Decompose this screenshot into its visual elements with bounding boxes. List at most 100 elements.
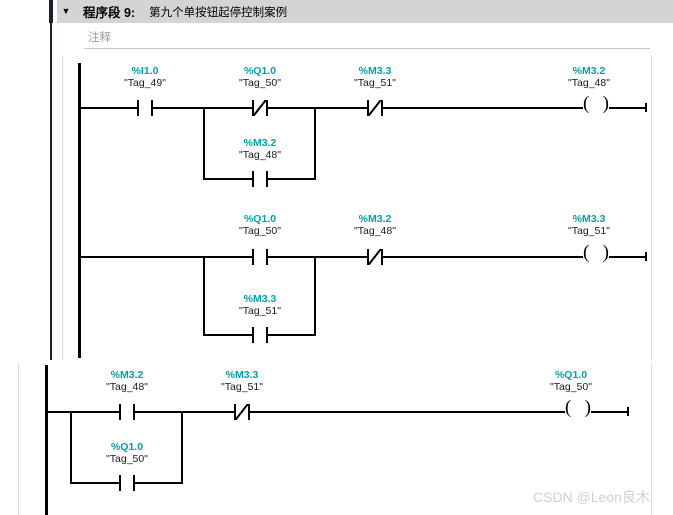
contact-no-i1-0[interactable] xyxy=(137,100,153,116)
contact-bar-right xyxy=(248,404,250,420)
contact-bar-right xyxy=(381,249,383,265)
contact-label-m3-2-r2: %M3.2 "Tag_48" xyxy=(330,213,420,237)
rung3-branch-wire-left xyxy=(70,482,119,484)
contact-bar-right xyxy=(133,404,135,420)
contact-bar-right xyxy=(133,475,135,491)
rung2-wire-b xyxy=(268,256,367,258)
coil-m3-3-r2[interactable]: ( ) xyxy=(583,242,609,265)
network-header[interactable]: ▼ 程序段 9: 第九个单按钮起停控制案例 xyxy=(57,0,673,23)
rung3-branch-right-vertical xyxy=(181,411,183,483)
rung1-wire-e xyxy=(609,107,647,109)
contact-no-m3-3-branch-r2[interactable] xyxy=(252,327,268,343)
contact-address: %M3.3 xyxy=(243,293,277,305)
network-comment-field[interactable]: 注释 xyxy=(84,26,650,48)
rung1-wire-b xyxy=(153,107,252,109)
contact-bar-left xyxy=(252,100,254,116)
power-rail-left-bottom xyxy=(45,365,48,515)
rung3-branch-wire-right xyxy=(135,482,183,484)
ladder-diagram-panel-bottom: %M3.2 "Tag_48" %Q1.0 "Tag_50" %M3.3 "Tag… xyxy=(18,363,652,515)
contact-address: %Q1.0 xyxy=(110,441,144,453)
contact-bar-right xyxy=(266,249,268,265)
contact-address: %M3.3 xyxy=(358,65,392,77)
contact-nc-q1-0-r1[interactable] xyxy=(252,100,268,116)
contact-negate-slash xyxy=(368,249,383,265)
contact-bar-left xyxy=(252,171,254,187)
contact-tag: "Tag_48" xyxy=(106,381,148,393)
coil-label-m3-3-r2: %M3.3 "Tag_51" xyxy=(544,213,634,237)
contact-bar-right xyxy=(266,327,268,343)
coil-label-q1-0-r3: %Q1.0 "Tag_50" xyxy=(526,369,616,393)
contact-tag: "Tag_49" xyxy=(124,77,166,89)
rung1-branch-wire-left xyxy=(203,178,252,180)
contact-nc-m3-2-r2[interactable] xyxy=(367,249,383,265)
rung1-branch-left-vertical xyxy=(203,107,205,179)
contact-bar-left xyxy=(252,327,254,343)
rung1-wire-c xyxy=(268,107,367,109)
rung2-wire-a xyxy=(78,256,252,258)
rung2-branch-wire-left xyxy=(203,334,252,336)
rung1-wire-a xyxy=(78,107,137,109)
contact-address: %I1.0 xyxy=(131,65,159,77)
rung2-branch-wire-right xyxy=(268,334,316,336)
contact-bar-right xyxy=(151,100,153,116)
contact-negate-slash xyxy=(368,100,383,116)
comment-divider xyxy=(84,48,650,49)
network-subtitle: 第九个单按钮起停控制案例 xyxy=(149,6,288,19)
contact-tag: "Tag_51" xyxy=(354,77,396,89)
contact-no-q1-0-branch-r3[interactable] xyxy=(119,475,135,491)
coil-address: %M3.2 xyxy=(572,65,606,77)
contact-negate-slash xyxy=(253,100,268,116)
contact-nc-m3-3-r1[interactable] xyxy=(367,100,383,116)
power-rail-left xyxy=(78,63,81,358)
contact-label-q1-0-r1: %Q1.0 "Tag_50" xyxy=(215,65,305,89)
contact-no-m3-2-r3[interactable] xyxy=(119,404,135,420)
contact-tag: "Tag_50" xyxy=(239,77,281,89)
network-comment-placeholder: 注释 xyxy=(88,32,111,44)
rung2-terminator xyxy=(645,252,647,261)
rung2-wire-c xyxy=(383,256,583,258)
rung2-branch-left-vertical xyxy=(203,256,205,336)
contact-tag: "Tag_48" xyxy=(354,225,396,237)
rung3-terminator xyxy=(627,407,629,416)
contact-no-m3-2-branch-r1[interactable] xyxy=(252,171,268,187)
coil-paren-right: ) xyxy=(584,397,591,418)
coil-tag: "Tag_50" xyxy=(550,381,592,393)
contact-address: %Q1.0 xyxy=(243,65,277,77)
rung3-wire-b xyxy=(135,411,234,413)
contact-label-m3-3-r3: %M3.3 "Tag_51" xyxy=(197,369,287,393)
rung3-wire-c xyxy=(250,411,565,413)
rung1-terminator xyxy=(645,103,647,112)
rung1-branch-wire-right xyxy=(268,178,316,180)
coil-address: %M3.3 xyxy=(572,213,606,225)
coil-tag: "Tag_48" xyxy=(568,77,610,89)
contact-no-q1-0-r2[interactable] xyxy=(252,249,268,265)
contact-label-i1-0: %I1.0 "Tag_49" xyxy=(100,65,190,89)
contact-bar-left xyxy=(119,475,121,491)
contact-bar-left xyxy=(367,249,369,265)
contact-nc-m3-3-r3[interactable] xyxy=(234,404,250,420)
contact-tag: "Tag_50" xyxy=(106,453,148,465)
coil-paren-right: ) xyxy=(602,242,609,263)
watermark-text: CSDN @Leon良木 xyxy=(533,489,650,505)
contact-label-q1-0-branch-r3: %Q1.0 "Tag_50" xyxy=(82,441,172,465)
contact-bar-right xyxy=(266,171,268,187)
contact-address: %M3.2 xyxy=(110,369,144,381)
rung1-wire-d xyxy=(383,107,583,109)
contact-negate-slash xyxy=(235,404,250,420)
contact-address: %M3.2 xyxy=(243,137,277,149)
contact-tag: "Tag_50" xyxy=(239,225,281,237)
contact-address: %M3.3 xyxy=(225,369,259,381)
rung3-wire-a xyxy=(45,411,119,413)
triangle-down-icon[interactable]: ▼ xyxy=(61,6,71,16)
coil-m3-2-r1[interactable]: ( ) xyxy=(583,93,609,116)
rung2-branch-right-vertical xyxy=(314,256,316,336)
coil-paren-right: ) xyxy=(602,93,609,114)
contact-tag: "Tag_48" xyxy=(239,149,281,161)
coil-paren-left: ( xyxy=(583,242,590,263)
network-marker-line xyxy=(50,23,52,360)
coil-paren-left: ( xyxy=(565,397,572,418)
coil-q1-0-r3[interactable]: ( ) xyxy=(565,397,591,420)
rung3-wire-d xyxy=(591,411,629,413)
contact-bar-left xyxy=(367,100,369,116)
contact-label-m3-2-r3: %M3.2 "Tag_48" xyxy=(82,369,172,393)
